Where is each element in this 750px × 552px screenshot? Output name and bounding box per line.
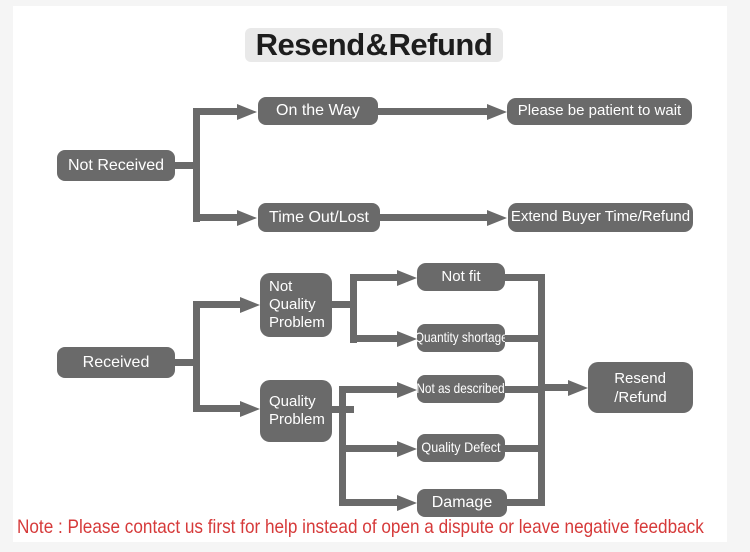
node-resend-refund-line1: Resend: [614, 369, 666, 387]
arrow-to-not-fit-icon: [397, 269, 417, 286]
connector-received-stub: [175, 359, 195, 366]
connector-not-received-vertical: [193, 108, 200, 222]
arrow-to-on-the-way-icon: [237, 103, 257, 120]
footer-note: Note : Please contact us first for help …: [17, 516, 704, 538]
node-extend-buyer-time-refund: Extend Buyer Time/Refund: [508, 203, 693, 232]
connector-to-not-quality: [193, 301, 240, 308]
arrow-to-quality-icon: [240, 400, 260, 417]
connector-to-time-out: [193, 214, 237, 221]
arrow-to-please-wait-icon: [487, 103, 507, 120]
connector-quantity-shortage-to-rail: [505, 335, 538, 342]
arrow-to-damage-icon: [397, 494, 417, 511]
connector-to-damage: [339, 499, 397, 506]
title-ampersand: &: [365, 27, 388, 62]
arrow-to-extend-refund-icon: [487, 209, 507, 226]
connector-not-fit-to-rail: [505, 274, 538, 281]
node-not-quality-problem-line2: Quality: [269, 296, 316, 313]
connector-to-not-as-described: [339, 386, 397, 393]
connector-quality-defect-to-rail: [505, 445, 538, 452]
connector-onway-to-wait: [378, 108, 487, 115]
node-not-quality-problem-line1: Not: [269, 278, 293, 295]
connector-timeout-to-extend: [380, 214, 487, 221]
node-quality-problem-line2: Problem: [269, 411, 325, 428]
node-resend-refund: Resend /Refund: [588, 362, 693, 413]
connector-right-rail-vertical: [538, 274, 545, 506]
title-left: Resend: [255, 27, 365, 62]
arrow-to-quality-defect-icon: [397, 440, 417, 457]
node-resend-refund-line2: /Refund: [614, 388, 667, 406]
node-damage: Damage: [417, 489, 507, 517]
connector-to-on-the-way: [193, 108, 237, 115]
node-not-fit: Not fit: [417, 263, 505, 291]
connector-damage-to-rail: [507, 499, 538, 506]
node-not-quality-problem: Not Quality Problem: [260, 273, 332, 337]
connector-rail-to-resend: [545, 384, 568, 391]
node-quality-defect: Quality Defect: [417, 434, 505, 462]
connector-not-received-stub: [175, 162, 195, 169]
arrow-to-not-as-described-icon: [397, 381, 417, 398]
node-not-as-described: Not as described: [417, 375, 505, 403]
node-received: Received: [57, 347, 175, 378]
connector-not-as-described-to-rail: [505, 386, 538, 393]
node-quality-defect-label: Quality Defect: [421, 439, 501, 456]
connector-received-vertical: [193, 301, 200, 412]
connector-to-quality-defect: [339, 445, 397, 452]
node-time-out-lost: Time Out/Lost: [258, 203, 380, 232]
node-quality-problem-line1: Quality: [269, 393, 316, 410]
node-please-wait: Please be patient to wait: [507, 98, 692, 125]
page-title: Resend&Refund: [245, 27, 503, 62]
node-quality-problem: Quality Problem: [260, 380, 332, 442]
connector-nqp-stub: [332, 301, 354, 308]
connector-nqp-vertical: [350, 274, 357, 343]
connector-to-quality: [193, 405, 240, 412]
node-not-as-described-label: Not as described: [416, 380, 506, 397]
node-quantity-shortage-label: Quantity shortage: [414, 329, 508, 346]
arrow-to-resend-refund-icon: [568, 379, 588, 396]
arrow-to-not-quality-icon: [240, 296, 260, 313]
title-right: Refund: [388, 27, 493, 62]
connector-to-not-fit: [350, 274, 397, 281]
node-not-quality-problem-line3: Problem: [269, 314, 325, 331]
connector-to-quantity-shortage: [350, 335, 397, 342]
node-quantity-shortage: Quantity shortage: [414, 324, 508, 352]
node-not-received: Not Received: [57, 150, 175, 181]
arrow-to-time-out-icon: [237, 209, 257, 226]
node-on-the-way: On the Way: [258, 97, 378, 125]
arrow-to-quantity-shortage-icon: [397, 330, 417, 347]
